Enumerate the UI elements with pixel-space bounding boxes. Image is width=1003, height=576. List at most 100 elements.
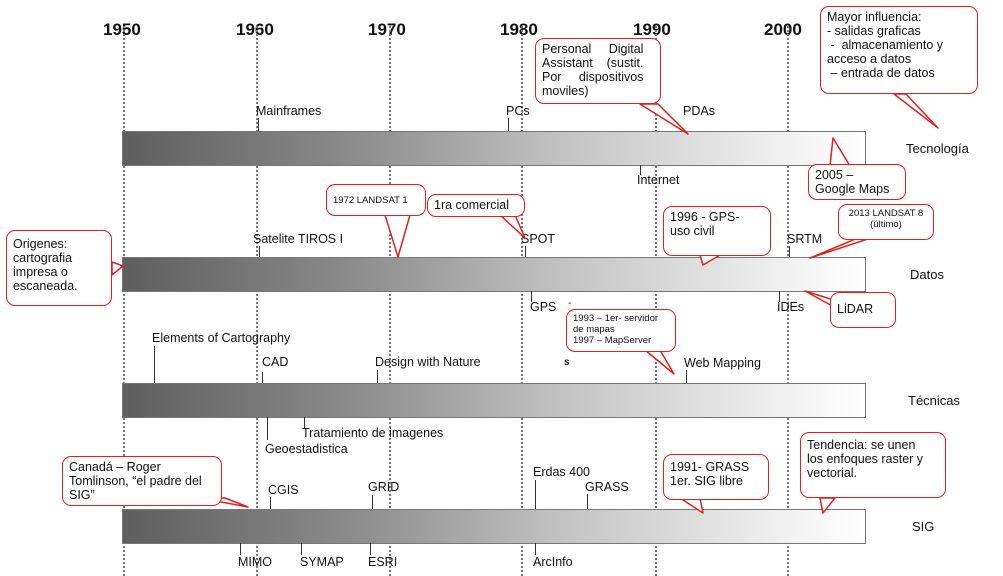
tick-grass (587, 494, 588, 509)
gridline-2000 (787, 26, 789, 576)
tick-mimo (240, 543, 241, 555)
row-label-tecnologia: Tecnología (906, 141, 969, 156)
callout-gps-civil-line-0: 1996 - GPS- (670, 210, 740, 224)
event-mimo: MIMO (238, 555, 273, 569)
tick-tratamiento (304, 417, 305, 428)
callout-mayor-influencia: Mayor influencia: - salidas graficas - a… (820, 6, 978, 94)
callout-landsat-1972: 1972 LANDSAT 1 (326, 184, 426, 216)
event-cgis: CGIS (268, 483, 299, 497)
event-ides: IDEs (777, 300, 805, 314)
event-satelite-tiros: Satelite TIROS I (253, 232, 344, 246)
bar-tecnologia (122, 131, 866, 166)
gridline-1970 (389, 26, 391, 576)
year-1990: 1990 (633, 20, 671, 39)
callout-mayor-line-4: – entrada de datos (827, 66, 935, 80)
callout-gps-civil-line-1: uso civil (670, 224, 715, 238)
tick-srtm (789, 246, 790, 257)
callout-tendencia-line-1: los enfoques raster y (807, 452, 924, 466)
tail-google-maps (829, 137, 851, 167)
callout-mayor-line-2: - almacenamiento y (827, 38, 944, 52)
tick-tiros (259, 246, 260, 257)
event-gps-dash: - (568, 298, 572, 309)
tail-servidor (644, 349, 675, 375)
callout-servidor-line-1: de mapas (573, 324, 615, 335)
year-2000: 2000 (764, 20, 802, 39)
event-symap: SYMAP (300, 555, 344, 569)
gridline-1990 (655, 26, 657, 576)
row-label-datos: Datos (910, 267, 944, 282)
gridline-1960 (256, 26, 258, 576)
event-pdas: PDAs (683, 104, 715, 118)
tick-erdas (535, 480, 536, 509)
callout-tendencia-line-2: vectorial. (807, 466, 858, 480)
tick-cad (262, 372, 263, 383)
event-pcs: PCs (506, 104, 530, 118)
callout-landsat-2013-line-1: (último) (870, 219, 902, 230)
tail-tendencia (819, 497, 836, 514)
row-label-sig: SIG (912, 519, 935, 534)
tick-grid (372, 495, 373, 509)
tick-esri (370, 543, 371, 555)
year-1970: 1970 (368, 20, 406, 39)
tick-gps (531, 291, 532, 302)
event-esri: ESRI (368, 555, 398, 569)
callout-origenes-line-2: impresa o (13, 265, 68, 279)
event-elements-cartography: Elements of Cartography (152, 331, 291, 345)
callout-grass-libre: 1991- GRASS 1er. SIG libre (663, 454, 769, 500)
row-label-tecnicas: Técnicas (908, 393, 961, 408)
callout-servidor-line-0: 1993 – 1er- servidor (573, 313, 659, 324)
callout-tomlinson-line-2: SIG” (69, 488, 95, 502)
callout-tendencia-line-0: Tendencia: se unen (807, 438, 916, 452)
event-gps: GPS (530, 300, 557, 314)
callout-pda-line-2: Por dispositivos (542, 70, 644, 84)
callout-tomlinson: Canadá – Roger Tomlinson, “el padre del … (62, 456, 222, 506)
callout-landsat-2013: 2013 LANDSAT 8 (último) (838, 204, 934, 240)
callout-gps-civil: 1996 - GPS- uso civil (663, 206, 771, 256)
bar-tecnicas (122, 383, 866, 418)
bar-sig (122, 509, 866, 544)
gridline-1980 (521, 26, 523, 576)
tick-pcs (508, 118, 509, 131)
event-tratamiento: Tratamiento de imagenes (302, 426, 444, 440)
tick-mainframes (258, 118, 259, 131)
callout-mayor-line-1: - salidas graficas (827, 24, 921, 38)
callout-landsat-2013-line-0: 2013 LANDSAT 8 (848, 208, 924, 219)
callout-tomlinson-line-1: Tomlinson, “el padre del (69, 474, 202, 488)
tail-mayor-influencia (893, 93, 939, 129)
year-1980: 1980 (500, 20, 538, 39)
tick-design-nature (377, 370, 378, 383)
event-srtm: SRTM (787, 232, 823, 246)
callout-grass-libre-line-1: 1er. SIG libre (670, 474, 743, 488)
tail-comercial (499, 214, 526, 239)
callout-comercial: 1ra comercial (427, 194, 525, 217)
event-cad: CAD (262, 355, 289, 369)
event-spot: SPOT (521, 232, 556, 246)
event-stray-s: s (564, 357, 570, 368)
callout-mayor-line-0: Mayor influencia: (827, 10, 922, 24)
callout-landsat-1972-text: 1972 LANDSAT 1 (333, 195, 408, 206)
event-grass: GRASS (585, 480, 629, 494)
tail-origenes (111, 261, 124, 276)
tick-geoestadistica (267, 417, 268, 440)
event-mainframes: Mainframes (256, 104, 322, 118)
gridline-1950 (123, 26, 125, 576)
callout-servidor: 1993 – 1er- servidor de mapas 1997 – Map… (566, 309, 676, 352)
callout-tendencia: Tendencia: se unen los enfoques raster y… (800, 432, 946, 498)
tick-web-mapping (686, 370, 687, 383)
callout-origenes-line-1: cartografia (13, 251, 73, 265)
callout-pda-line-3: moviles) (542, 84, 589, 98)
event-internet: Internet (637, 173, 680, 187)
tail-pda (639, 103, 689, 135)
event-arcinfo: ArcInfo (533, 555, 573, 569)
callout-lidar: LiDAR (830, 292, 896, 328)
callout-pda: Personal Digital Assistant (sustit. Por … (535, 38, 661, 104)
tick-ides (779, 291, 780, 302)
year-1950: 1950 (103, 20, 141, 39)
callout-google-maps: 2005 – Google Maps (808, 164, 906, 200)
callout-lidar-text: LiDAR (837, 302, 874, 316)
callout-origenes-line-3: escaneada. (13, 279, 78, 293)
tick-arcinfo (535, 543, 536, 555)
callout-mayor-line-3: acceso a datos (827, 52, 912, 66)
event-geoestadistica: Geoestadistica (265, 442, 348, 456)
